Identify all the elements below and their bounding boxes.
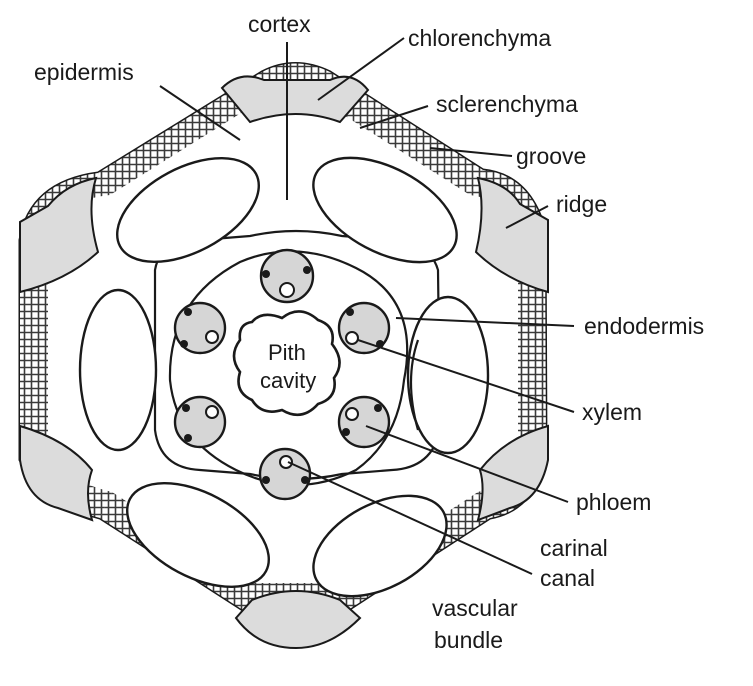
label-xylem: xylem (582, 399, 642, 425)
label-pith: Pith (268, 340, 306, 365)
vascular-bundle-lower-left (175, 397, 225, 447)
vascular-bundle-upper-left (175, 303, 225, 353)
chlorenchyma-upper-right (476, 178, 548, 292)
label-cavity: cavity (260, 368, 316, 393)
label-endodermis: endodermis (584, 313, 704, 339)
chlorenchyma-lower-left (20, 426, 92, 520)
label-carinal: carinal (540, 535, 608, 561)
label-phloem: phloem (576, 489, 651, 515)
vallecular-canal-left (80, 290, 156, 450)
vascular-bundle-upper-right (339, 303, 389, 353)
label-sclerenchyma: sclerenchyma (436, 91, 578, 117)
label-chlorenchyma: chlorenchyma (408, 25, 551, 51)
label-canal: canal (540, 565, 595, 591)
label-ridge: ridge (556, 191, 607, 217)
label-groove: groove (516, 143, 586, 169)
vascular-bundle-top (261, 250, 313, 302)
label-vascular: vascular (432, 595, 518, 621)
vascular-bundle-bottom (260, 449, 310, 499)
label-bundle: bundle (434, 627, 503, 653)
chlorenchyma-top (222, 76, 368, 122)
label-epidermis: epidermis (34, 59, 134, 85)
vascular-bundle-lower-right (339, 397, 389, 447)
label-cortex: cortex (248, 11, 311, 37)
chlorenchyma-upper-left (20, 178, 98, 292)
